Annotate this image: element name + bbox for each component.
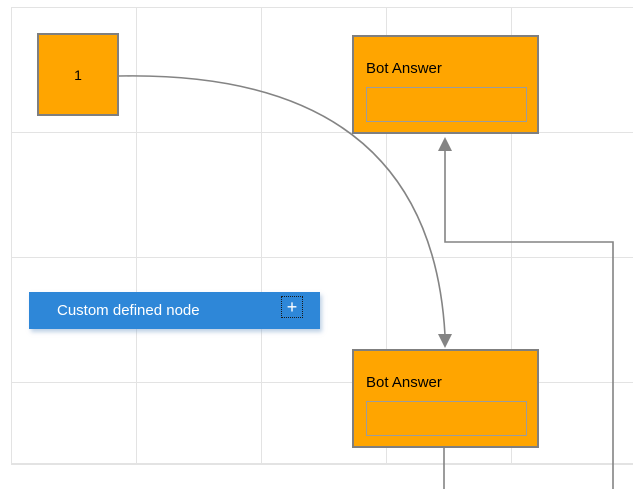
node-bot-answer-bottom[interactable]: Bot Answer [352, 349, 539, 448]
node-custom-label: Custom defined node [57, 302, 200, 319]
arrowhead-down-icon [438, 334, 452, 348]
node-title: Bot Answer [366, 60, 442, 77]
node-start-label: 1 [74, 66, 82, 83]
bot-answer-field[interactable] [366, 87, 527, 122]
bot-answer-field[interactable] [366, 401, 527, 436]
node-start[interactable]: 1 [37, 33, 119, 116]
node-title: Bot Answer [366, 374, 442, 391]
plus-icon: + [286, 296, 298, 317]
node-custom-defined[interactable]: Custom defined node + [29, 292, 320, 329]
arrowhead-up-icon [438, 137, 452, 151]
connector-curve[interactable] [118, 75, 446, 336]
node-bot-answer-top[interactable]: Bot Answer [352, 35, 539, 134]
add-node-button[interactable]: + [281, 296, 303, 318]
connector-orthogonal[interactable] [443, 150, 614, 489]
